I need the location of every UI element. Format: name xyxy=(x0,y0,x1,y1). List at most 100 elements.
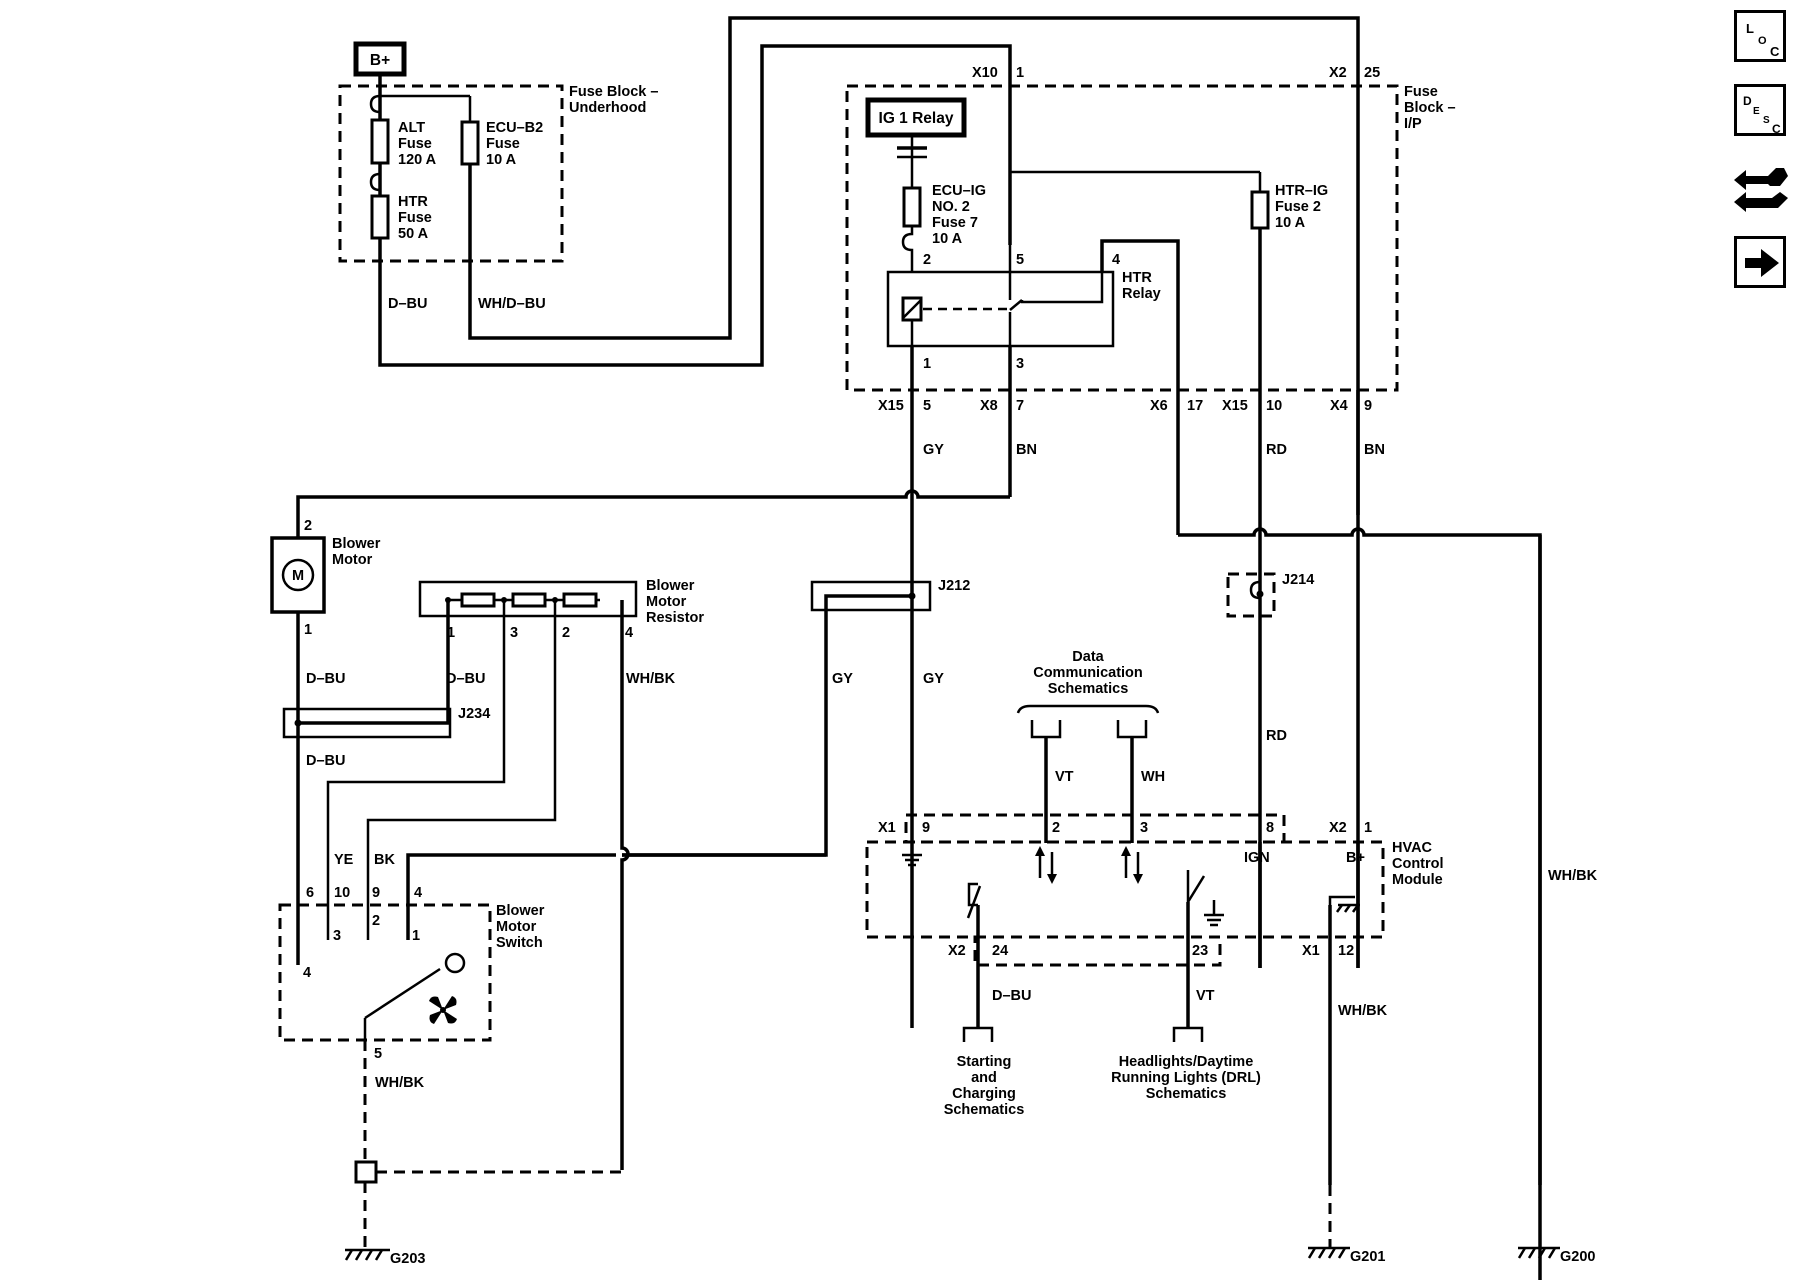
loc-icon: L O C xyxy=(1746,21,1780,59)
svg-text:X1: X1 xyxy=(878,820,896,836)
wire-color-wh-bk-g201: WH/BK xyxy=(1338,1003,1388,1019)
alt-fuse xyxy=(370,118,390,165)
svg-text:1: 1 xyxy=(447,625,455,641)
splice-j214: J214 xyxy=(1226,572,1314,618)
wire-color-ye: YE xyxy=(334,852,354,868)
svg-text:5: 5 xyxy=(923,398,931,414)
wire-color-wh-bk-resistor: WH/BK xyxy=(626,671,676,687)
ecu-b2-fuse xyxy=(460,120,480,166)
wire-color-wh-bk-g200: WH/BK xyxy=(1548,868,1598,884)
svg-text:4: 4 xyxy=(1112,252,1120,268)
svg-text:2: 2 xyxy=(923,252,931,268)
svg-text:RD: RD xyxy=(1266,728,1287,744)
svg-text:2: 2 xyxy=(304,518,312,534)
svg-text:4: 4 xyxy=(303,965,311,981)
start-signal-switch-icon xyxy=(966,882,982,919)
svg-text:IG 1 Relay: IG 1 Relay xyxy=(879,110,954,127)
svg-text:2: 2 xyxy=(1052,820,1060,836)
svg-text:G201: G201 xyxy=(1350,1249,1385,1265)
svg-text:X2: X2 xyxy=(1329,65,1347,81)
svg-text:3: 3 xyxy=(510,625,518,641)
svg-text:J214: J214 xyxy=(1282,572,1314,588)
svg-text:IGN: IGN xyxy=(1244,850,1270,866)
svg-text:2: 2 xyxy=(372,913,380,929)
svg-text:X15: X15 xyxy=(1222,398,1248,414)
svg-text:C: C xyxy=(1772,122,1781,136)
fuse-block-underhood-label: Fuse Block –Underhood xyxy=(569,84,658,116)
description-button[interactable]: D E S C xyxy=(1734,84,1786,136)
svg-text:2: 2 xyxy=(562,625,570,641)
svg-text:23: 23 xyxy=(1192,943,1208,959)
svg-text:E: E xyxy=(1753,106,1760,117)
svg-text:3: 3 xyxy=(1140,820,1148,836)
svg-text:J212: J212 xyxy=(938,578,970,594)
svg-text:4: 4 xyxy=(414,885,422,901)
svg-text:1: 1 xyxy=(1364,820,1372,836)
svg-text:9: 9 xyxy=(372,885,380,901)
svg-text:X10: X10 xyxy=(972,65,998,81)
svg-text:M: M xyxy=(292,568,304,584)
svg-text:B+: B+ xyxy=(370,52,390,69)
svg-text:12: 12 xyxy=(1338,943,1354,959)
svg-text:G200: G200 xyxy=(1560,1249,1595,1265)
svg-text:9: 9 xyxy=(922,820,930,836)
ground-signal-icon xyxy=(1328,895,1360,913)
svg-text:BN: BN xyxy=(1364,442,1385,458)
wire-color-d-bu-motor: D–BU xyxy=(306,671,345,687)
svg-text:1: 1 xyxy=(412,928,420,944)
desc-icon: D E S C xyxy=(1743,94,1781,136)
ig1-relay: IG 1 Relay xyxy=(865,97,967,159)
svg-text:GY: GY xyxy=(923,442,944,458)
svg-text:O: O xyxy=(1758,35,1767,47)
wire-color-d-bu-resistor: D–BU xyxy=(446,671,485,687)
svg-text:S: S xyxy=(1763,115,1770,126)
next-button[interactable] xyxy=(1734,236,1786,288)
svg-text:VT: VT xyxy=(1055,769,1074,785)
svg-text:8: 8 xyxy=(1266,820,1274,836)
fan-icon xyxy=(429,996,457,1024)
htr-fuse xyxy=(370,194,390,240)
wire-color-wh-bk-switch: WH/BK xyxy=(375,1075,425,1091)
svg-text:3: 3 xyxy=(333,928,341,944)
svg-text:X15: X15 xyxy=(878,398,904,414)
svg-text:10: 10 xyxy=(334,885,350,901)
svg-text:6: 6 xyxy=(306,885,314,901)
top-power-wires xyxy=(378,16,1360,515)
svg-text:X4: X4 xyxy=(1330,398,1348,414)
svg-text:24: 24 xyxy=(992,943,1008,959)
svg-text:C: C xyxy=(1770,44,1780,59)
svg-text:X1: X1 xyxy=(1302,943,1320,959)
svg-text:4: 4 xyxy=(625,625,633,641)
ground-connector-g203 xyxy=(354,1160,378,1184)
diagnostic-connector-icon[interactable] xyxy=(1730,158,1790,220)
svg-text:G203: G203 xyxy=(390,1251,425,1267)
svg-text:1: 1 xyxy=(304,622,312,638)
wire-color-gy-j212-right: GY xyxy=(923,671,944,687)
svg-text:L: L xyxy=(1746,21,1754,36)
location-button[interactable]: L O C xyxy=(1734,10,1786,62)
svg-text:5: 5 xyxy=(1016,252,1024,268)
svg-text:X8: X8 xyxy=(980,398,998,414)
htr-ig-fuse xyxy=(1250,190,1270,230)
svg-text:10: 10 xyxy=(1266,398,1282,414)
svg-text:X2: X2 xyxy=(948,943,966,959)
wire-color-d-bu-start: D–BU xyxy=(992,988,1031,1004)
svg-text:3: 3 xyxy=(1016,356,1024,372)
